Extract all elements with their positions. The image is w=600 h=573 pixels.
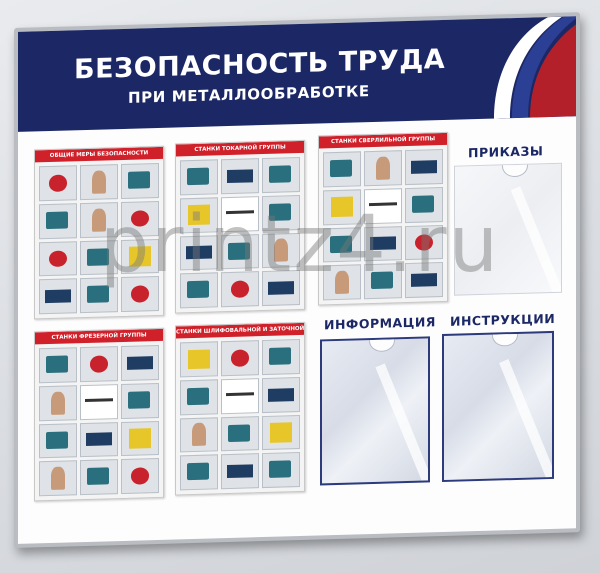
board-face: БЕЗОПАСНОСТЬ ТРУДА ПРИ МЕТАЛЛООБРАБОТКЕ … bbox=[18, 16, 576, 544]
poster-heading: СТАНКИ ШЛИФОВАЛЬНОЙ И ЗАТОЧНОЙ ГРУППЫ bbox=[176, 322, 304, 339]
illustration bbox=[221, 233, 259, 270]
illustration bbox=[364, 263, 402, 300]
illustration bbox=[364, 225, 402, 262]
illustration bbox=[180, 341, 218, 378]
illustration bbox=[80, 459, 118, 496]
illustration bbox=[180, 454, 218, 491]
board-title: БЕЗОПАСНОСТЬ ТРУДА bbox=[74, 43, 446, 86]
poster-grinding-group: СТАНКИ ШЛИФОВАЛЬНОЙ И ЗАТОЧНОЙ ГРУППЫ bbox=[175, 321, 305, 496]
illustration bbox=[39, 384, 77, 421]
instructions-label: ИНСТРУКЦИИ bbox=[450, 310, 556, 329]
illustration bbox=[180, 234, 218, 271]
poster-illustrations bbox=[180, 157, 300, 309]
board-header: БЕЗОПАСНОСТЬ ТРУДА ПРИ МЕТАЛЛООБРАБОТКЕ bbox=[18, 16, 576, 132]
illustration bbox=[180, 379, 218, 415]
information-label: ИНФОРМАЦИЯ bbox=[324, 314, 436, 333]
orders-pocket bbox=[454, 162, 562, 296]
illustration bbox=[323, 264, 361, 301]
poster-milling-group: СТАНКИ ФРЕЗЕРНОЙ ГРУППЫ bbox=[34, 327, 164, 502]
illustration bbox=[221, 195, 259, 232]
illustration bbox=[80, 201, 118, 238]
illustration bbox=[364, 187, 402, 224]
illustration bbox=[221, 271, 259, 308]
illustration bbox=[323, 189, 361, 225]
illustration bbox=[121, 382, 159, 419]
illustration bbox=[39, 165, 77, 202]
poster-illustrations bbox=[180, 339, 300, 491]
poster-heading: СТАНКИ СВЕРЛИЛЬНОЙ ГРУППЫ bbox=[319, 132, 447, 149]
poster-heading: СТАНКИ ТОКАРНОЙ ГРУППЫ bbox=[176, 140, 304, 157]
illustration bbox=[80, 277, 118, 314]
poster-heading: СТАНКИ ФРЕЗЕРНОЙ ГРУППЫ bbox=[35, 328, 163, 345]
illustration bbox=[180, 272, 218, 309]
illustration bbox=[121, 458, 159, 495]
illustration bbox=[180, 159, 218, 196]
illustration bbox=[405, 262, 443, 299]
illustration bbox=[405, 224, 443, 261]
poster-heading: ОБЩИЕ МЕРЫ БЕЗОПАСНОСТИ bbox=[35, 146, 163, 163]
illustration bbox=[221, 158, 259, 194]
illustration bbox=[262, 194, 300, 231]
poster-drilling-group: СТАНКИ СВЕРЛИЛЬНОЙ ГРУППЫ bbox=[318, 131, 448, 306]
poster-illustrations bbox=[323, 149, 443, 301]
illustration bbox=[221, 415, 259, 452]
safety-board: БЕЗОПАСНОСТЬ ТРУДА ПРИ МЕТАЛЛООБРАБОТКЕ … bbox=[14, 12, 580, 549]
poster-lathe-group: СТАНКИ ТОКАРНОЙ ГРУППЫ bbox=[175, 139, 305, 314]
illustration bbox=[80, 383, 118, 420]
information-pocket bbox=[320, 336, 430, 486]
illustration bbox=[121, 238, 159, 275]
illustration bbox=[262, 270, 300, 307]
illustration bbox=[323, 226, 361, 263]
poster-general-safety: ОБЩИЕ МЕРЫ БЕЗОПАСНОСТИ bbox=[34, 145, 164, 320]
illustration bbox=[221, 377, 259, 414]
illustration bbox=[121, 344, 159, 381]
illustration bbox=[180, 197, 218, 233]
illustration bbox=[80, 239, 118, 276]
illustration bbox=[121, 420, 159, 457]
illustration bbox=[180, 416, 218, 453]
illustration bbox=[121, 276, 159, 313]
illustration bbox=[121, 162, 159, 199]
illustration bbox=[39, 202, 77, 239]
flag-swoosh-icon bbox=[494, 16, 576, 119]
illustration bbox=[80, 164, 118, 200]
illustration bbox=[39, 422, 77, 459]
illustration bbox=[405, 149, 443, 185]
orders-label: ПРИКАЗЫ bbox=[468, 143, 544, 161]
illustration bbox=[262, 452, 300, 489]
illustration bbox=[39, 278, 77, 315]
illustration bbox=[121, 200, 159, 237]
illustration bbox=[262, 232, 300, 269]
illustration bbox=[262, 157, 300, 193]
illustration bbox=[221, 340, 259, 376]
illustration bbox=[39, 240, 77, 277]
illustration bbox=[39, 460, 77, 497]
illustration bbox=[405, 186, 443, 223]
poster-illustrations bbox=[39, 344, 159, 497]
illustration bbox=[39, 347, 77, 384]
poster-illustrations bbox=[39, 162, 159, 315]
illustration bbox=[221, 453, 259, 490]
illustration bbox=[364, 150, 402, 186]
instructions-pocket bbox=[442, 330, 554, 483]
illustration bbox=[262, 414, 300, 451]
board-subtitle: ПРИ МЕТАЛЛООБРАБОТКЕ bbox=[128, 82, 370, 107]
illustration bbox=[80, 346, 118, 382]
illustration bbox=[262, 339, 300, 375]
illustration bbox=[80, 421, 118, 458]
illustration bbox=[323, 151, 361, 188]
illustration bbox=[262, 376, 300, 413]
